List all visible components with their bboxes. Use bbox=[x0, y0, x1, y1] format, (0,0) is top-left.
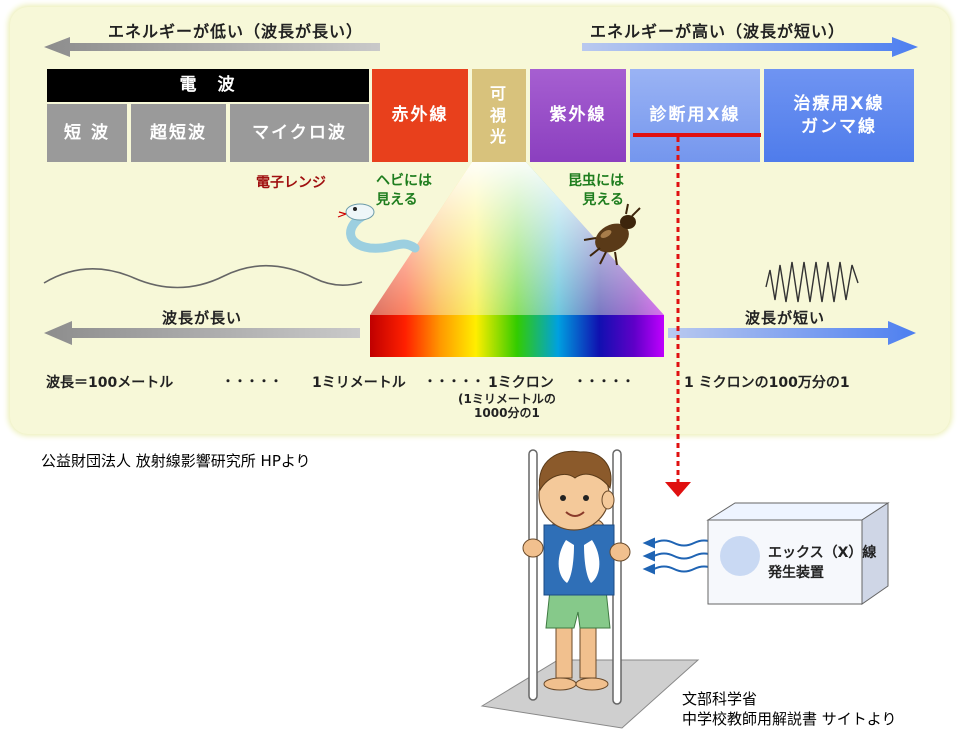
scale-1micron: 1ミクロン bbox=[488, 375, 554, 391]
scale-1mm: 1ミリメートル bbox=[312, 375, 406, 391]
snake-illustration bbox=[337, 203, 420, 253]
therapy-xray-label: 治療用X線 bbox=[793, 93, 885, 114]
insect-visible-label: 昆虫には 見える bbox=[568, 173, 624, 208]
scale-dots-3: ・・・・・ bbox=[574, 374, 635, 388]
diagnostic-xray-band: 診断用X線 bbox=[630, 69, 760, 162]
xray-marker-line bbox=[633, 133, 761, 137]
long-wave-curve bbox=[43, 264, 363, 289]
short-wavelength-label: 波長が短い bbox=[745, 309, 826, 327]
source-credit-mext-line1: 文部科学省 bbox=[682, 690, 758, 708]
snake-visible-label: ヘビには 見える bbox=[376, 173, 432, 208]
diagnostic-xray-label: 診断用X線 bbox=[649, 105, 741, 126]
scale-micron-millionth: 1 ミクロンの100万分の1 bbox=[684, 375, 850, 391]
ultra-short-wave-band: 超短波 bbox=[131, 104, 226, 162]
xray-generator-box bbox=[706, 502, 890, 605]
xray-stand-illustration bbox=[480, 449, 700, 729]
boy-illustration bbox=[522, 450, 631, 691]
scale-dots-1: ・・・・・ bbox=[222, 374, 283, 388]
energy-high-arrow bbox=[582, 37, 918, 57]
energy-low-label: エネルギーが低い（波長が長い） bbox=[108, 22, 364, 41]
visible-band: 可 視 光 bbox=[472, 69, 526, 162]
xray-generator-label-line1: エックス（X）線 bbox=[768, 545, 877, 561]
therapy-gamma-band: 治療用X線 ガンマ線 bbox=[764, 69, 914, 162]
scale-100m: 波長＝100メートル bbox=[46, 375, 174, 391]
long-wavelength-arrow bbox=[44, 321, 360, 345]
source-credit-rerf: 公益財団法人 放射線影響研究所 HPより bbox=[41, 452, 311, 470]
xray-generator-label-line2: 発生装置 bbox=[768, 564, 824, 581]
microwave-band: マイクロ波 bbox=[230, 104, 369, 162]
long-wavelength-label: 波長が長い bbox=[162, 309, 243, 327]
energy-high-label: エネルギーが高い（波長が短い） bbox=[590, 22, 846, 41]
short-wave-band: 短 波 bbox=[47, 104, 127, 162]
infrared-band: 赤外線 bbox=[372, 69, 468, 162]
source-credit-mext: 文部科学省 中学校教師用解説書 サイトより bbox=[682, 690, 896, 729]
beetle-illustration bbox=[583, 203, 641, 266]
xray-pointer-arrowhead bbox=[665, 482, 691, 497]
energy-low-arrow bbox=[44, 37, 380, 57]
short-wave-curve bbox=[765, 261, 859, 303]
scale-1micron-note: (1ミリメートルの 1000分の1 bbox=[458, 392, 556, 421]
source-credit-mext-line2: 中学校教師用解説書 サイトより bbox=[682, 709, 897, 728]
microwave-oven-label: 電子レンジ bbox=[256, 175, 326, 191]
short-wavelength-arrow bbox=[668, 321, 916, 345]
radio-band-header: 電 波 bbox=[47, 69, 369, 102]
gamma-ray-label: ガンマ線 bbox=[801, 116, 877, 137]
xray-generator-label: エックス（X）線 発生装置 bbox=[768, 544, 876, 583]
visible-light-fan bbox=[370, 162, 664, 315]
visible-spectrum-bar bbox=[370, 315, 664, 357]
ultraviolet-band: 紫外線 bbox=[530, 69, 626, 162]
scale-dots-2: ・・・・・ bbox=[424, 374, 485, 388]
